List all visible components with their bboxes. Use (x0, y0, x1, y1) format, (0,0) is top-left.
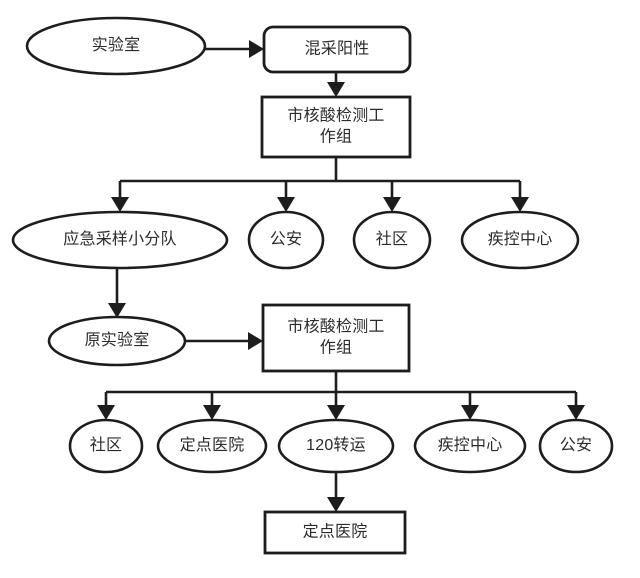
node-label: 疾控中心 (438, 436, 503, 454)
node-police_2[interactable]: 公安 (538, 418, 614, 474)
node-shape-ellipse[interactable] (538, 418, 614, 474)
node-shape-rect[interactable] (263, 510, 407, 555)
node-shape-ellipse[interactable] (413, 418, 527, 474)
edge-city_group_2-to-bottom_row (97, 371, 585, 420)
node-label: 应急采样小分队 (63, 229, 176, 248)
edge-city_group_1-to-emerg_team (111, 157, 529, 212)
node-shape-ellipse[interactable] (47, 315, 187, 367)
arrow-head-icon (108, 303, 126, 318)
edge-transfer120-to-hospital_2 (327, 472, 345, 512)
node-lab[interactable]: 实验室 (25, 16, 207, 76)
arrow-head-icon (461, 405, 479, 420)
node-city_group_2[interactable]: 市核酸检测工作组 (261, 303, 411, 373)
edge-orig_lab-to-city_group_2 (185, 332, 263, 350)
node-transfer120[interactable]: 120转运 (277, 418, 395, 474)
node-shape-rect[interactable] (260, 95, 412, 159)
arrow-head-icon (249, 40, 264, 58)
node-shape-ellipse[interactable] (247, 210, 325, 270)
arrow-head-icon (327, 497, 345, 512)
nodes-layer: 实验室混采阳性市核酸检测工作组应急采样小分队公安社区疾控中心原实验室市核酸检测工… (11, 16, 614, 555)
node-emerg_team[interactable]: 应急采样小分队 (11, 210, 229, 270)
node-shape-ellipse[interactable] (11, 210, 229, 270)
node-label: 公安 (270, 230, 302, 248)
arrow-head-icon (111, 197, 129, 212)
node-community_2[interactable]: 社区 (68, 418, 144, 474)
arrow-head-icon (511, 197, 529, 212)
arrow-head-icon (277, 197, 295, 212)
node-hospital_2[interactable]: 定点医院 (263, 510, 407, 555)
node-label: 公安 (560, 436, 592, 454)
node-cdc_2[interactable]: 疾控中心 (413, 418, 527, 474)
arrow-head-icon (327, 82, 345, 97)
node-hospital_1[interactable]: 定点医院 (156, 418, 268, 474)
node-label: 市核酸检测工作组 (287, 107, 384, 146)
node-label: 实验室 (92, 36, 141, 54)
edges-layer (97, 40, 585, 512)
node-label: 社区 (90, 436, 122, 454)
node-police_1[interactable]: 公安 (247, 210, 325, 270)
node-label: 定点医院 (180, 436, 245, 454)
node-shape-ellipse[interactable] (68, 418, 144, 474)
node-label: 疾控中心 (488, 230, 553, 248)
arrow-head-icon (567, 405, 585, 420)
node-shape-ellipse[interactable] (25, 16, 207, 76)
node-shape-rect[interactable] (261, 303, 411, 373)
arrow-head-icon (327, 405, 345, 420)
arrow-head-icon (383, 197, 401, 212)
arrow-head-icon (248, 332, 263, 350)
node-label: 混采阳性 (305, 40, 370, 58)
edge-pooled_pos-to-city_group_1 (327, 72, 345, 97)
node-label: 定点医院 (303, 523, 368, 541)
node-orig_lab[interactable]: 原实验室 (47, 315, 187, 367)
edge-emerg_team-to-orig_lab (108, 268, 126, 318)
node-city_group_1[interactable]: 市核酸检测工作组 (260, 95, 412, 159)
edge-lab-to-pooled_pos (205, 40, 264, 58)
node-label: 原实验室 (85, 331, 150, 349)
arrow-head-icon (97, 405, 115, 420)
node-label: 120转运 (306, 436, 366, 454)
node-shape-ellipse[interactable] (156, 418, 268, 474)
node-shape-rounded-rect[interactable] (262, 25, 412, 74)
arrow-head-icon (203, 405, 221, 420)
node-shape-ellipse[interactable] (277, 418, 395, 474)
node-cdc_1[interactable]: 疾控中心 (460, 210, 580, 270)
node-shape-ellipse[interactable] (352, 210, 432, 270)
node-label: 社区 (376, 230, 408, 248)
node-shape-ellipse[interactable] (460, 210, 580, 270)
node-label: 市核酸检测工作组 (287, 318, 384, 357)
node-pooled_pos[interactable]: 混采阳性 (262, 25, 412, 74)
node-community_1[interactable]: 社区 (352, 210, 432, 270)
